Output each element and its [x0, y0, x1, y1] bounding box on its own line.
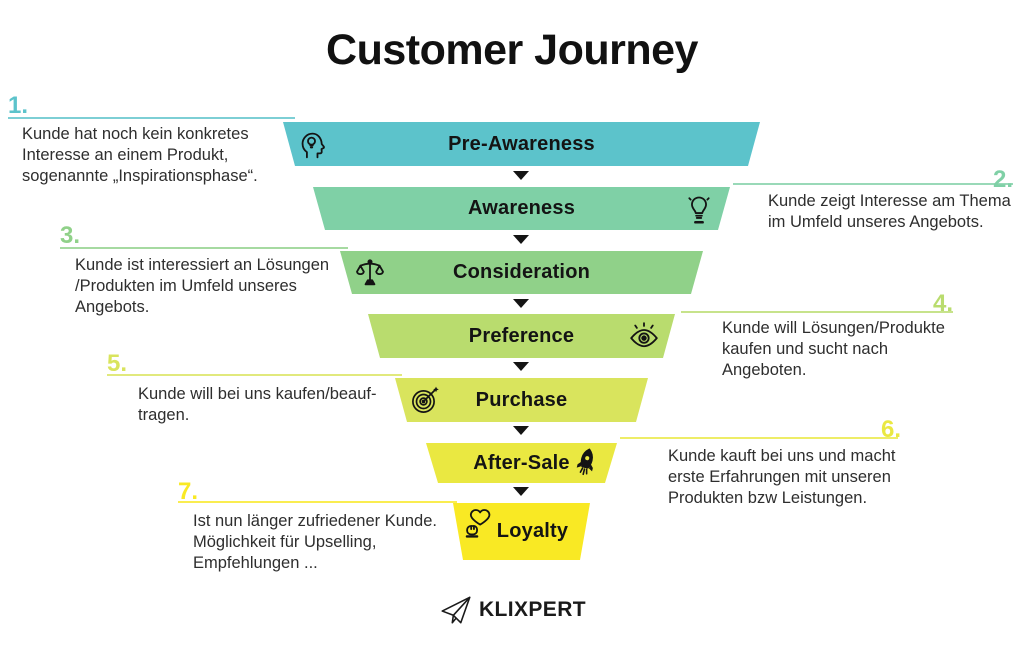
- annotation-number-6: 6.: [881, 416, 902, 443]
- stage-label: Pre-Awareness: [448, 132, 595, 155]
- stage-label: Loyalty: [496, 520, 569, 542]
- stage-label: Purchase: [475, 388, 568, 411]
- annotation-text-5: Kunde will bei uns kaufen/beauf- tragen.: [138, 385, 377, 424]
- annotation-text-3: Kunde ist interessiert an Lösungen /Prod…: [75, 256, 330, 316]
- annotation-text-4: Kunde will Lösungen/Produkte kaufen und …: [722, 319, 945, 379]
- annotation-text-7: Ist nun länger zufriedener Kunde. Möglic…: [193, 512, 437, 572]
- stage-label: Preference: [468, 324, 575, 347]
- annotation-number-7: 7.: [178, 478, 199, 505]
- annotation-rule-2: [733, 183, 1013, 185]
- brand-logo: KLIXPERT: [0, 592, 1024, 628]
- stage-label: Awareness: [467, 197, 576, 219]
- annotation-number-2: 2.: [993, 166, 1014, 193]
- lightbulb-icon: [683, 193, 715, 225]
- annotation-text-1: Kunde hat noch kein konkretes Interesse …: [22, 125, 258, 185]
- annotation-text-2: Kunde zeigt Interesse am Thema im Umfeld…: [768, 192, 1011, 231]
- down-arrow-icon: [513, 171, 529, 180]
- annotation-rule-7: [178, 501, 457, 503]
- down-arrow-icon: [513, 299, 529, 308]
- annotation-rule-3: [60, 247, 348, 249]
- funnel-stage-preference: Preference: [368, 314, 675, 358]
- annotation-number-4: 4.: [933, 290, 954, 317]
- annotation-rule-4: [681, 311, 953, 313]
- scales-icon: [354, 257, 386, 289]
- head-lightbulb-icon: [297, 128, 329, 160]
- funnel-stage-purchase: Purchase: [395, 378, 648, 422]
- annotation-number-1: 1.: [8, 92, 29, 119]
- paper-plane-icon: [438, 592, 474, 628]
- annotation-number-3: 3.: [60, 222, 81, 249]
- annotation-text-6: Kunde kauft bei uns und macht erste Erfa…: [668, 447, 896, 507]
- page-title: Customer Journey: [326, 26, 698, 74]
- rocket-icon: [570, 447, 602, 479]
- stage-label: Consideration: [452, 261, 591, 283]
- funnel-stage-awareness: Awareness: [313, 187, 730, 230]
- annotation-rule-6: [620, 437, 898, 439]
- funnel-stage-loyalty: Loyalty: [453, 503, 590, 560]
- target-icon: [409, 384, 441, 416]
- down-arrow-icon: [513, 426, 529, 435]
- down-arrow-icon: [513, 487, 529, 496]
- brand-name: KLIXPERT: [478, 598, 587, 621]
- annotation-rule-5: [107, 374, 402, 376]
- eye-icon: [628, 320, 660, 352]
- down-arrow-icon: [513, 362, 529, 371]
- hand-heart-icon: [462, 507, 494, 539]
- annotation-rule-1: [8, 117, 295, 119]
- annotation-number-5: 5.: [107, 350, 128, 377]
- funnel-stage-pre-awareness: Pre-Awareness: [283, 122, 760, 166]
- funnel-stage-consideration: Consideration: [340, 251, 703, 294]
- stage-label: After-Sale: [473, 451, 570, 474]
- down-arrow-icon: [513, 235, 529, 244]
- funnel-stage-after-sale: After-Sale: [426, 443, 617, 483]
